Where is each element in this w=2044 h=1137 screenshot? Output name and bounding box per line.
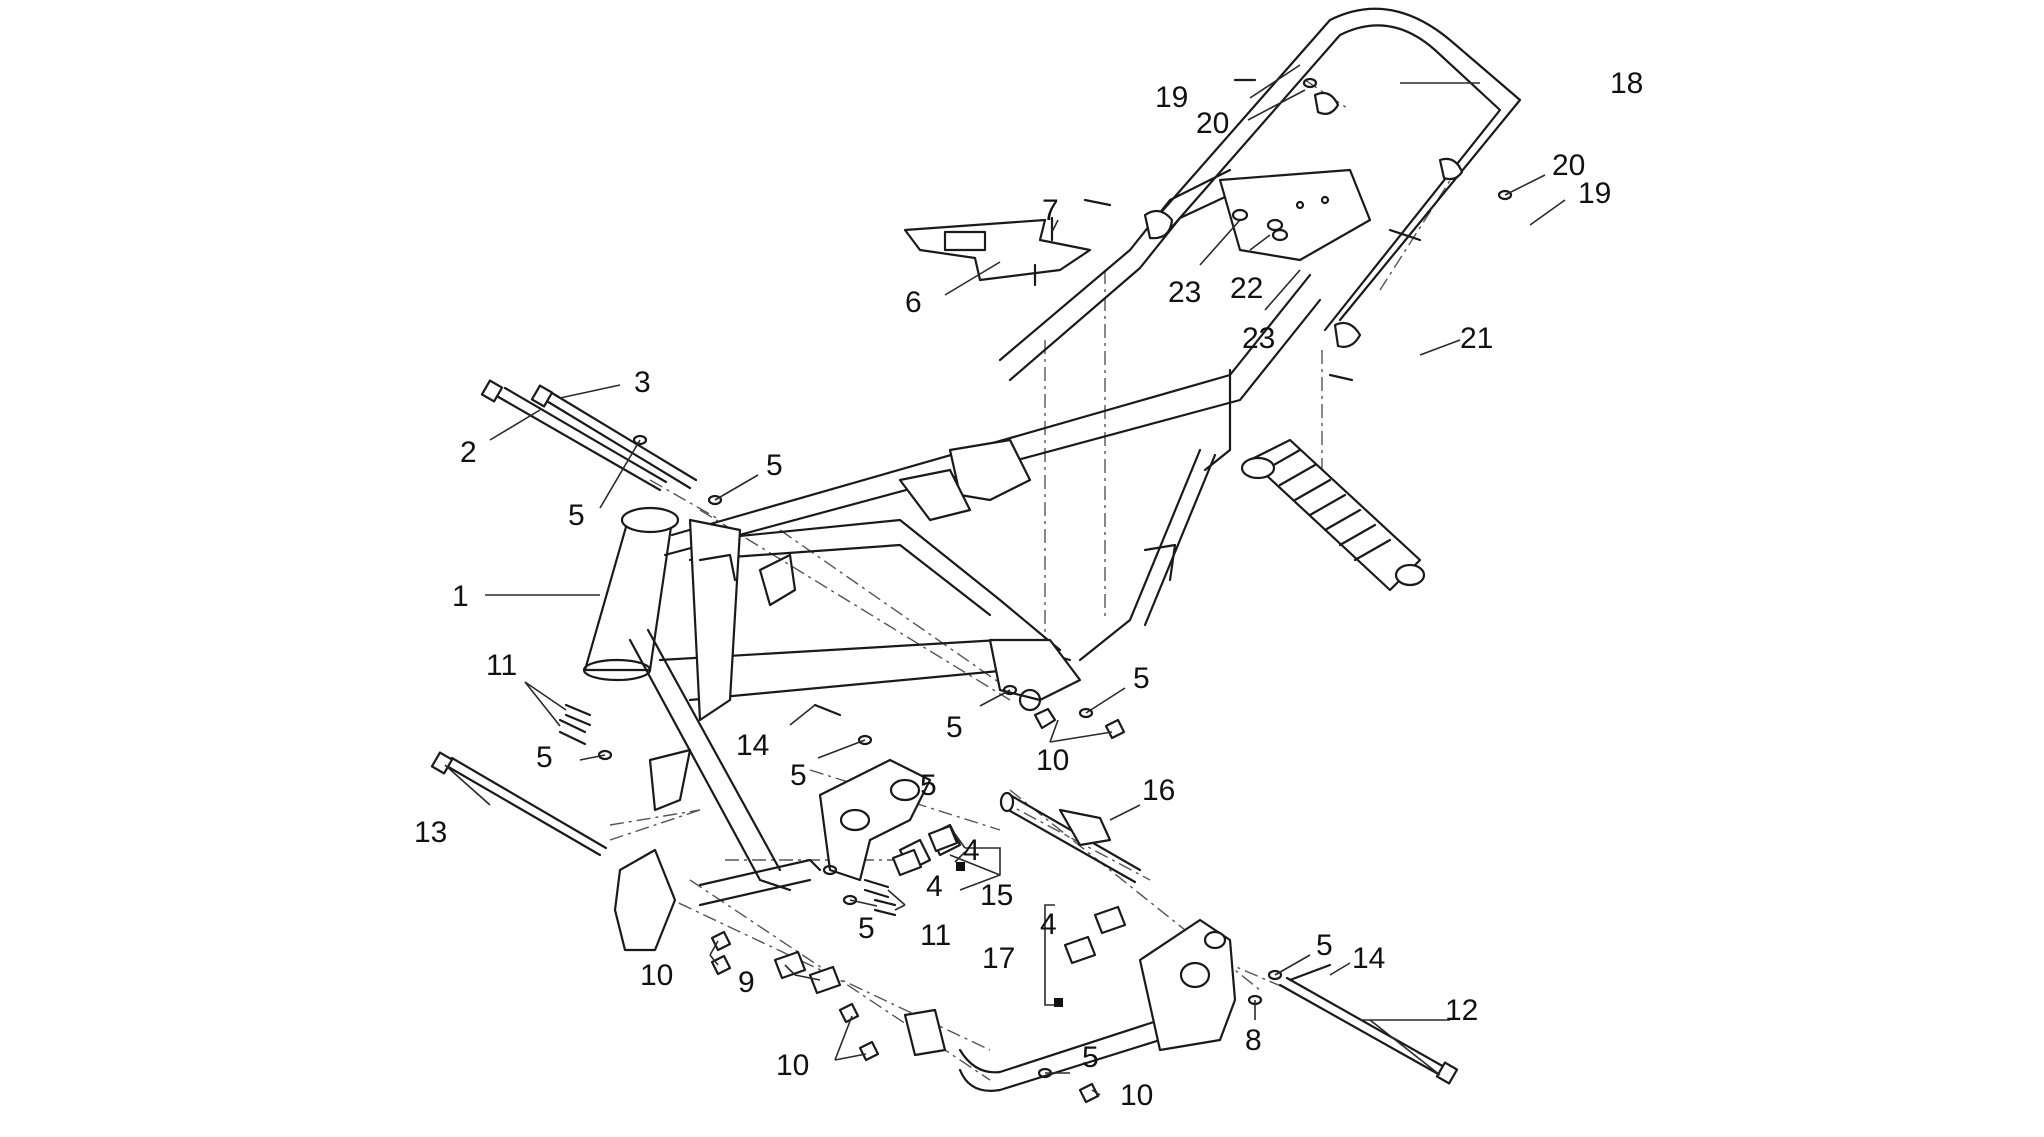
callout-14-left: 14: [736, 729, 769, 762]
callout-13: 13: [414, 816, 447, 849]
callout-9: 9: [738, 966, 755, 999]
long-bolts: [430, 379, 1459, 1085]
callout-5-bottom: 5: [1082, 1041, 1099, 1074]
callout-20-right: 20: [1552, 149, 1585, 182]
marker-square-17: [1054, 998, 1063, 1007]
callout-19-right: 19: [1578, 177, 1611, 210]
marker-square-15: [956, 862, 965, 871]
callout-23-right: 23: [1242, 322, 1275, 355]
callout-4-group17: 4: [1040, 908, 1057, 941]
callout-10-bottom-left: 10: [776, 1049, 809, 1082]
bracket-plate: [903, 218, 1092, 282]
callout-5-mid-left: 5: [946, 711, 963, 744]
small-hardware: [558, 77, 1513, 1104]
callout-20-left: 20: [1196, 107, 1229, 140]
callout-21: 21: [1460, 322, 1493, 355]
callout-11-upper: 11: [486, 649, 517, 682]
callout-5-mount: 5: [920, 769, 937, 802]
callout-17: 17: [982, 942, 1015, 975]
assembly-axes: [609, 79, 1461, 1081]
callout-4-upper: 4: [963, 834, 980, 867]
callout-15: 15: [980, 879, 1013, 912]
main-frame: [582, 168, 1372, 892]
callout-14-right: 14: [1352, 942, 1385, 975]
callout-19-left: 19: [1155, 81, 1188, 114]
callout-5-bottom-left: 5: [858, 912, 875, 945]
callout-numbers: 1 2 3 4 4 4 5 5 5 5 5 5 5 5 5 5 6 7 8 9 …: [414, 67, 1643, 1112]
callout-7: 7: [1042, 194, 1059, 227]
callout-5-left: 5: [536, 741, 553, 774]
cross-tube: [999, 791, 1142, 884]
callout-12: 12: [1445, 994, 1478, 1027]
callout-10-mid: 10: [1036, 744, 1069, 777]
callout-4-lower: 4: [926, 870, 943, 903]
callout-22: 22: [1230, 272, 1263, 305]
callout-5-head: 5: [568, 499, 585, 532]
callout-1: 1: [452, 580, 469, 613]
grab-rail: [1143, 7, 1522, 348]
rear-shock-absorber: [1240, 438, 1426, 592]
callout-11-lower: 11: [920, 919, 951, 952]
callout-5-mid-right: 5: [1133, 662, 1150, 695]
leader-lines: [444, 64, 1566, 1096]
callout-5-plate: 5: [790, 759, 807, 792]
callout-5-top: 5: [766, 449, 783, 482]
reference-markers: [956, 862, 1063, 1007]
callout-8: 8: [1245, 1024, 1262, 1057]
callout-10-left: 10: [640, 959, 673, 992]
callout-6: 6: [905, 286, 922, 319]
lower-cradle: [613, 848, 1237, 1092]
callout-16: 16: [1142, 774, 1175, 807]
callout-5-right: 5: [1316, 929, 1333, 962]
callout-3: 3: [634, 366, 651, 399]
engine-mount-plate: [818, 758, 962, 882]
callout-10-bottom-right: 10: [1120, 1079, 1153, 1112]
callout-2: 2: [460, 436, 477, 469]
callout-18: 18: [1610, 67, 1643, 100]
callout-23-left: 23: [1168, 276, 1201, 309]
